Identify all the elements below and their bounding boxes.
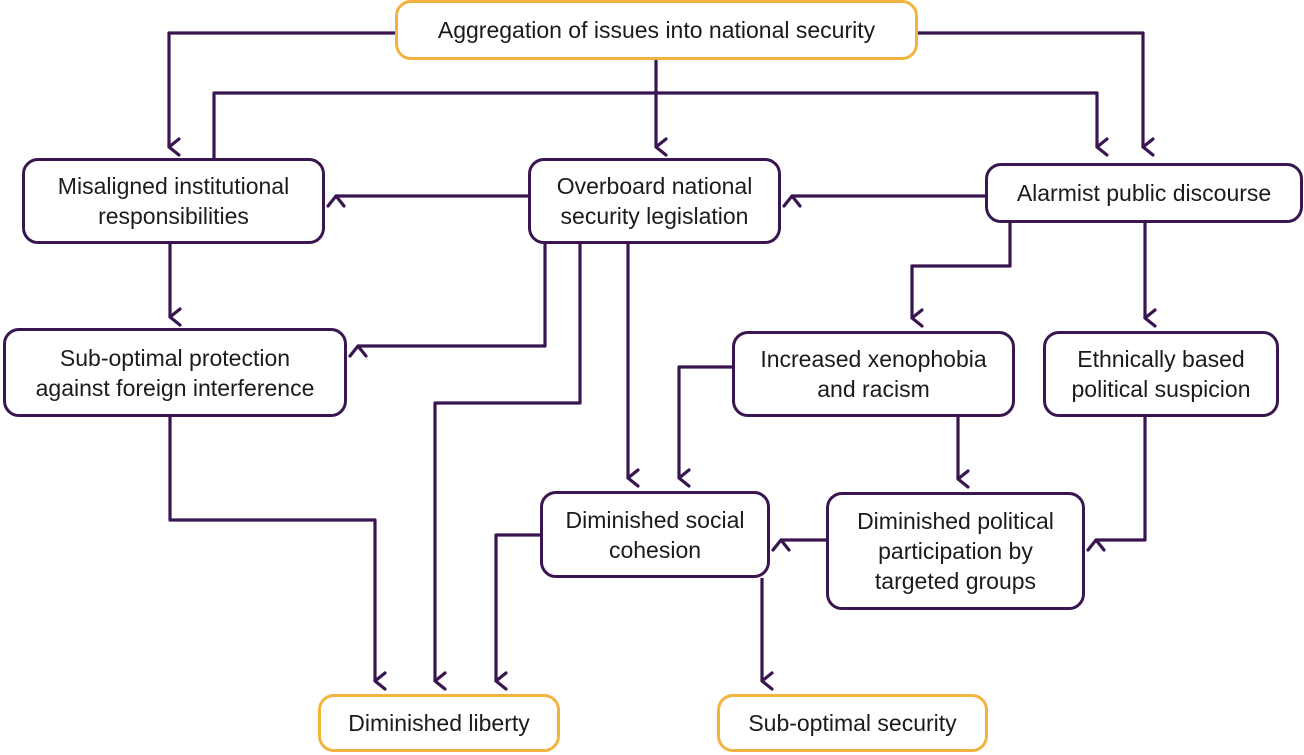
arrow-aggregation-to-misaligned [167,31,395,157]
node-political-participation-label: Diminished political participation by ta… [857,508,1054,594]
node-xenophobia-label: Increased xenophobia and racism [760,346,987,402]
node-overboard: Overboard national security legislation [528,158,781,244]
node-aggregation-label: Aggregation of issues into national secu… [437,17,876,43]
node-suboptimal-protection: Sub-optimal protection against foreign i… [3,328,347,417]
node-ethnic-suspicion: Ethnically based political suspicion [1043,331,1279,417]
node-suboptimal-protection-label: Sub-optimal protection against foreign i… [35,344,315,401]
arrow-overboard-to-suboptimal-protection [348,244,547,358]
node-xenophobia: Increased xenophobia and racism [732,331,1015,417]
node-liberty-label: Diminished liberty [348,710,530,736]
node-alarmist-label: Alarmist public discourse [1016,180,1272,206]
node-alarmist: Alarmist public discourse [985,163,1303,223]
arrow-suboptimal-protection-to-liberty [168,417,387,691]
arrow-xenophobia-to-social-cohesion [677,365,732,488]
node-liberty: Diminished liberty [318,694,560,752]
node-aggregation: Aggregation of issues into national secu… [395,0,918,60]
arrow-misaligned-to-alarmist [212,91,1109,158]
arrow-aggregation-to-alarmist [918,31,1155,157]
arrow-overboard-to-liberty [433,244,582,691]
node-misaligned: Misaligned institutional responsibilitie… [22,158,325,244]
node-misaligned-label: Misaligned institutional responsibilitie… [57,173,290,229]
node-overboard-label: Overboard national security legislation [556,173,753,229]
node-political-participation: Diminished political participation by ta… [826,492,1085,610]
node-social-cohesion-label: Diminished social cohesion [565,506,745,563]
arrow-alarmist-to-xenophobia [910,223,1012,328]
node-ethnic-suspicion-label: Ethnically based political suspicion [1071,346,1251,402]
arrow-ethnic-suspicion-to-political-participation [1086,417,1147,552]
node-social-cohesion: Diminished social cohesion [540,491,770,578]
node-suboptimal-security: Sub-optimal security [717,694,988,752]
node-suboptimal-security-label: Sub-optimal security [748,710,957,736]
arrow-social-cohesion-to-liberty [494,533,540,691]
